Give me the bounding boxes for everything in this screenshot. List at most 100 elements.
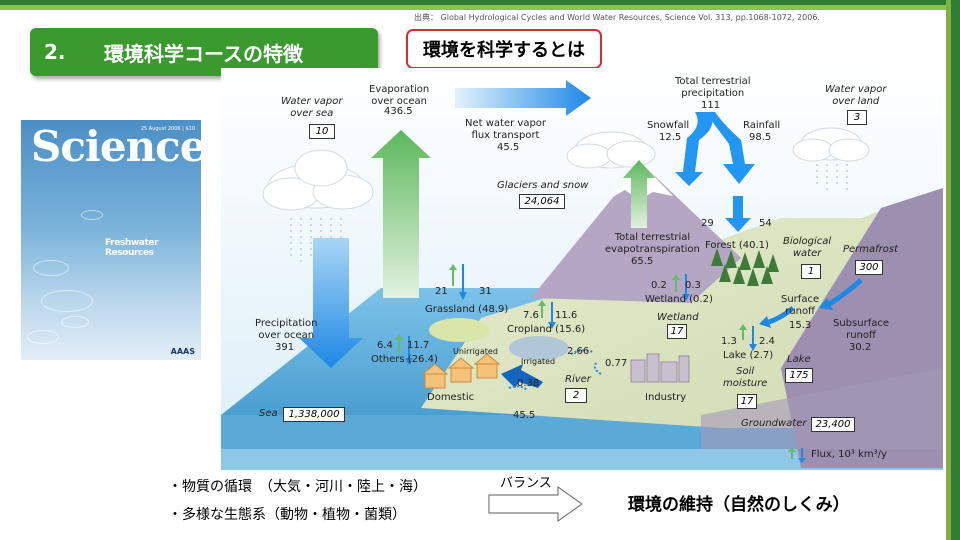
groundwater-label: Groundwater (741, 418, 807, 429)
grassland-label: Grassland (48.9) (425, 304, 509, 315)
source-citation: 出典： Global Hydrological Cycles and World… (414, 13, 820, 22)
cloud-land (792, 127, 870, 162)
rainfall-value: 98.5 (749, 132, 772, 143)
wetland-store-label: Wetland (657, 312, 699, 323)
water-vapor-sea-value: 10 (309, 124, 335, 139)
lake-store-value: 175 (785, 368, 813, 383)
evaporation-value: 436.5 (384, 106, 413, 117)
bullet-material-cycle: ・物質の循環 （大気・河川・陸上・海） (168, 479, 427, 495)
cloud-middle (566, 131, 656, 169)
top-accent-bar (0, 0, 946, 12)
permafrost-value: 300 (855, 260, 883, 275)
river-label: River (565, 374, 591, 385)
forest-trees (711, 248, 779, 286)
surface-runoff-arrow (768, 306, 795, 325)
forest-down-arrow (725, 196, 751, 232)
river-flow-value: 45.5 (513, 410, 536, 421)
irrigated-field (509, 336, 569, 360)
domestic-houses (421, 353, 501, 389)
cover-issue-line: 25 August 2006 | $10 (140, 126, 195, 132)
surface-runoff-value: 15.3 (789, 320, 812, 331)
evapotranspiration-value: 65.5 (631, 256, 654, 267)
mountain (531, 163, 741, 303)
water-use-flows (508, 349, 602, 391)
sea-value: 1,338,000 (283, 407, 345, 422)
title-text: 環境科学コースの特徴 (104, 41, 303, 66)
glaciers-value: 24,064 (519, 194, 565, 209)
cover-masthead: Science (31, 122, 201, 171)
glaciers-label: Glaciers and snow (497, 180, 589, 191)
lake-label: Lake (2.7) (723, 350, 774, 361)
balance-arrow-icon (488, 486, 584, 522)
total-precip-value: 111 (701, 100, 721, 111)
subtitle-box: 環境を科学するとは (406, 29, 602, 69)
precip-ocean-value: 391 (275, 342, 295, 353)
forest-up-value: 29 (701, 218, 714, 229)
forest-down-value: 54 (759, 218, 772, 229)
rainfall-label: Rainfall (743, 120, 781, 131)
balance-label: バランス (500, 476, 552, 491)
others-label: Others (26.4) (371, 354, 438, 365)
sea-label: Sea (259, 408, 278, 419)
wetland-label: Wetland (0.2) (645, 294, 713, 305)
lake-up-value: 1.3 (721, 336, 737, 347)
cropland-label: Cropland (15.6) (507, 324, 586, 335)
grassland-down-value: 31 (479, 286, 492, 297)
rain-land (816, 164, 848, 192)
industry-label: Industry (645, 392, 687, 403)
others-down-value: 11.7 (407, 340, 430, 351)
permafrost-label: Permafrost (843, 244, 899, 255)
grassland-up-value: 21 (435, 286, 448, 297)
science-cover-image: Science 25 August 2006 | $10 Freshwater … (21, 120, 201, 360)
slide-title: 2. 環境科学コースの特徴 (30, 28, 378, 76)
wetland-up-value: 0.2 (651, 280, 667, 291)
small-flux-arrows (395, 264, 806, 463)
bullet-ecosystem: ・多様な生態系（動物・植物・菌類） (168, 507, 406, 523)
title-number: 2. (44, 40, 66, 64)
river-arrow (501, 364, 543, 388)
forest-label: Forest (40.1) (705, 240, 769, 251)
rainfall-arrow (705, 112, 755, 184)
snowfall-arrow (675, 112, 713, 186)
net-transport-arrow (455, 80, 591, 116)
subsurface-runoff-value: 30.2 (849, 342, 872, 353)
river-value: 2 (565, 388, 587, 403)
groundwater-value: 23,400 (811, 417, 855, 432)
diagram-background (221, 68, 943, 470)
cropland-up-value: 7.6 (523, 310, 539, 321)
precip-ocean-arrow (299, 238, 363, 368)
industry-buildings (630, 353, 690, 383)
bio-water-value: 1 (801, 264, 821, 279)
environment-maintenance-label: 環境の維持（自然のしくみ） (628, 495, 850, 515)
irrigation-flow-value: 2.66 (567, 346, 590, 357)
lake-down-value: 2.4 (759, 336, 775, 347)
industry-flow-value: 0.77 (605, 358, 628, 369)
unirrigated-field (429, 318, 489, 342)
evaporation-arrow (371, 130, 431, 298)
domestic-flow-value: 0.38 (517, 378, 540, 389)
irrigated-label: Irrigated (521, 357, 556, 366)
water-vapor-land-value: 3 (847, 110, 867, 125)
snowfall-value: 12.5 (659, 132, 682, 143)
right-accent-rail (946, 0, 960, 540)
net-transport-value: 45.5 (497, 142, 520, 153)
flux-legend: Flux, 10³ km³/y (811, 449, 887, 460)
wetland-store-value: 17 (667, 324, 687, 339)
evapotranspiration-arrow (623, 160, 655, 228)
wetland-down-value: 0.3 (685, 280, 701, 291)
lake-store-label: Lake (787, 354, 811, 365)
domestic-label: Domestic (427, 392, 475, 403)
cover-publisher: AAAS (170, 347, 195, 356)
others-up-value: 6.4 (377, 340, 393, 351)
cloud-sea (262, 149, 374, 211)
